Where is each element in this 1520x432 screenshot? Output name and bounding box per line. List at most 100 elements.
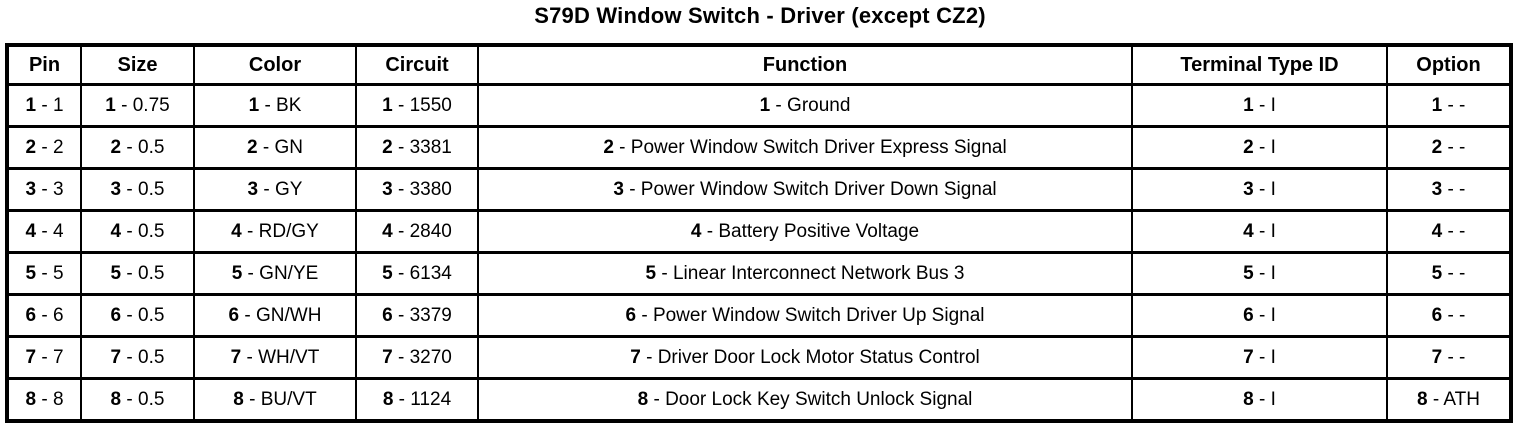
cell-value: - I: [1253, 178, 1276, 200]
cell-value: - 0.5: [121, 178, 165, 200]
cell-value: - 0.5: [121, 220, 165, 242]
cell-value: - Battery Positive Voltage: [701, 220, 920, 242]
cell-value: - I: [1253, 262, 1276, 284]
column-header-terminal-type-id: Terminal Type ID: [1131, 43, 1388, 86]
cell-number: 6: [625, 304, 637, 326]
cell-number: 8: [382, 388, 394, 410]
circuit-cell: 7 - 3270: [355, 335, 479, 380]
function-cell: 1 - Ground: [477, 83, 1133, 128]
cell-value: - 5: [36, 262, 64, 284]
cell-number: 8: [25, 388, 37, 410]
cell-value: - 1550: [392, 94, 452, 116]
cell-value: - RD/GY: [241, 220, 319, 242]
cell-number: 3: [25, 178, 37, 200]
cell-number: 5: [645, 262, 657, 284]
cell-number: 8: [110, 388, 122, 410]
option-cell: 3 - -: [1386, 167, 1512, 212]
function-cell: 2 - Power Window Switch Driver Express S…: [477, 125, 1133, 170]
cell-value: - I: [1253, 304, 1276, 326]
cell-value: - -: [1442, 220, 1466, 242]
column-header-circuit: Circuit: [355, 43, 479, 86]
header-row: Pin Size Color Circuit Function Terminal…: [6, 43, 1512, 86]
option-cell: 6 - -: [1386, 293, 1512, 338]
cell-value: - GY: [258, 178, 303, 200]
cell-number: 2: [247, 136, 258, 158]
size-cell: 6 - 0.5: [80, 293, 195, 338]
cell-number: 6: [228, 304, 240, 326]
cell-value: - 0.5: [121, 136, 165, 158]
color-cell: 8 - BU/VT: [193, 377, 357, 423]
option-cell: 7 - -: [1386, 335, 1512, 380]
terminal-type-id-cell: 8 - I: [1131, 377, 1388, 423]
pin-cell: 8 - 8: [6, 377, 82, 423]
terminal-type-id-cell: 2 - I: [1131, 125, 1388, 170]
cell-value: - I: [1253, 346, 1276, 368]
cell-value: - 3380: [392, 178, 452, 200]
cell-value: - -: [1442, 136, 1466, 158]
cell-value: - ATH: [1427, 388, 1480, 410]
cell-value: - BU/VT: [243, 388, 317, 410]
size-cell: 8 - 0.5: [80, 377, 195, 423]
cell-value: - 0.5: [121, 262, 165, 284]
cell-value: - 6134: [392, 262, 452, 284]
color-cell: 1 - BK: [193, 83, 357, 128]
circuit-cell: 6 - 3379: [355, 293, 479, 338]
function-cell: 4 - Battery Positive Voltage: [477, 209, 1133, 254]
option-cell: 1 - -: [1386, 83, 1512, 128]
circuit-cell: 8 - 1124: [355, 377, 479, 423]
cell-number: 2: [382, 136, 393, 158]
circuit-cell: 1 - 1550: [355, 83, 479, 128]
cell-number: 4: [231, 220, 242, 242]
pin-cell: 2 - 2: [6, 125, 82, 170]
option-cell: 4 - -: [1386, 209, 1512, 254]
cell-value: - 3270: [392, 346, 452, 368]
cell-number: 2: [603, 136, 614, 158]
function-cell: 6 - Power Window Switch Driver Up Signal: [477, 293, 1133, 338]
cell-number: 1: [248, 94, 260, 116]
page-title: S79D Window Switch - Driver (except CZ2): [534, 3, 986, 28]
cell-number: 3: [382, 178, 393, 200]
cell-value: - Power Window Switch Driver Express Sig…: [613, 136, 1007, 158]
cell-value: - -: [1442, 178, 1466, 200]
color-cell: 6 - GN/WH: [193, 293, 357, 338]
cell-value: - 0.5: [121, 346, 165, 368]
circuit-cell: 2 - 3381: [355, 125, 479, 170]
terminal-type-id-cell: 1 - I: [1131, 83, 1388, 128]
terminal-type-id-cell: 5 - I: [1131, 251, 1388, 296]
cell-number: 6: [382, 304, 393, 326]
function-cell: 3 - Power Window Switch Driver Down Sign…: [477, 167, 1133, 212]
cell-number: 2: [110, 136, 122, 158]
cell-value: - I: [1253, 94, 1276, 116]
option-cell: 8 - ATH: [1386, 377, 1512, 423]
cell-number: 5: [25, 262, 37, 284]
cell-number: 3: [1431, 178, 1443, 200]
color-cell: 5 - GN/YE: [193, 251, 357, 296]
cell-number: 6: [1243, 304, 1254, 326]
cell-value: - Ground: [770, 94, 851, 116]
cell-number: 1: [105, 94, 116, 116]
cell-value: - 2: [36, 136, 64, 158]
circuit-cell: 3 - 3380: [355, 167, 479, 212]
cell-number: 1: [382, 94, 393, 116]
pinout-table: Pin Size Color Circuit Function Terminal…: [5, 43, 1513, 423]
size-cell: 4 - 0.5: [80, 209, 195, 254]
cell-value: - GN/YE: [242, 262, 319, 284]
cell-value: - Power Window Switch Driver Up Signal: [636, 304, 985, 326]
option-cell: 5 - -: [1386, 251, 1512, 296]
terminal-type-id-cell: 7 - I: [1131, 335, 1388, 380]
cell-value: - 3: [36, 178, 64, 200]
column-header-size: Size: [80, 43, 195, 86]
pin-cell: 3 - 3: [6, 167, 82, 212]
cell-number: 1: [1431, 94, 1443, 116]
cell-value: - I: [1253, 220, 1276, 242]
cell-number: 7: [1243, 346, 1254, 368]
cell-number: 7: [382, 346, 393, 368]
size-cell: 5 - 0.5: [80, 251, 195, 296]
